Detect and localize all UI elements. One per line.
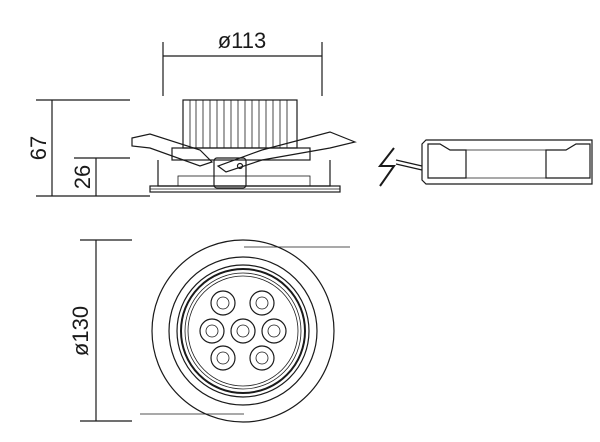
side-view [131,99,357,193]
heatsink-fins [189,100,288,148]
led-emitter [199,318,225,344]
lightning-icon [377,147,396,187]
dimension-label-front-diameter: ø130 [68,306,93,356]
driver-view [377,139,593,187]
led-emitter [210,290,236,316]
led-cluster [199,290,287,371]
led-emitter [249,345,275,371]
dimension-label-lower-height: 26 [70,165,95,189]
dimension-label-total-height: 67 [26,136,51,160]
front-view: ø130 [68,239,350,423]
led-emitter [261,318,287,344]
dimension-top-width: ø113 [162,28,323,96]
dimension-heights: 67 26 [26,99,150,197]
dimension-label-top-width: ø113 [218,28,267,53]
led-emitter [230,318,256,344]
led-emitter [249,290,275,316]
led-emitter [210,345,236,371]
